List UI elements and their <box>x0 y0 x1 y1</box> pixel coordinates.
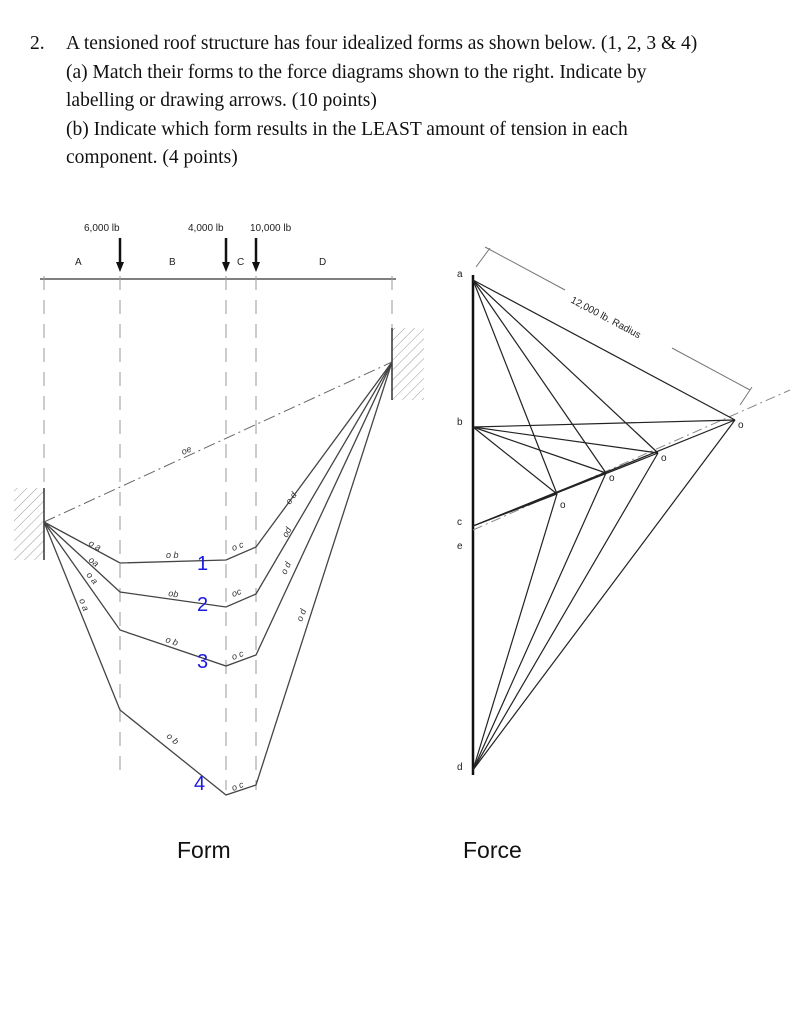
segment-labels: o a o b o c o d oa ob oc od o a o b o c … <box>77 489 308 793</box>
pole-label-2: o <box>661 453 667 464</box>
load-label-6000: 6,000 lb <box>84 223 120 234</box>
radius-label: 12,000 lb. Radius <box>569 295 643 341</box>
form-number-3: 3 <box>197 651 208 673</box>
point-label-a: a <box>457 269 463 280</box>
svg-text:o c: o c <box>230 648 245 662</box>
load-label-10000: 10,000 lb <box>250 223 292 234</box>
form-number-4: 4 <box>194 773 205 795</box>
question-line: A tensioned roof structure has four idea… <box>66 33 698 54</box>
form-diagram: 6,000 lb 4,000 lb 10,000 lb A B C D oe <box>14 223 424 863</box>
form-number-1: 1 <box>197 553 208 575</box>
radius-dimension <box>475 246 753 406</box>
svg-text:o b: o b <box>165 731 181 747</box>
point-label-e: e <box>457 541 463 552</box>
svg-text:ob: ob <box>168 588 179 599</box>
question-text: 2. A tensioned roof structure has four i… <box>30 30 800 173</box>
space-label-b: B <box>169 257 176 268</box>
svg-text:oc: oc <box>230 586 243 599</box>
form-caption: Form <box>177 837 231 863</box>
space-label-d: D <box>319 257 326 268</box>
load-label-4000: 4,000 lb <box>188 223 224 234</box>
point-label-d: d <box>457 762 463 773</box>
question-line: component. (4 points) <box>66 147 238 168</box>
form-number-2: 2 <box>197 594 208 616</box>
space-label-a: A <box>75 257 82 268</box>
svg-text:o d: o d <box>294 607 308 623</box>
right-support-hatch <box>392 328 424 400</box>
svg-text:o b: o b <box>164 634 179 647</box>
svg-text:od: od <box>280 525 294 539</box>
form-3 <box>43 361 393 667</box>
load-lines <box>43 276 393 790</box>
question-line: (a) Match their forms to the force diagr… <box>66 61 647 83</box>
form-2 <box>43 361 393 608</box>
form-4 <box>43 361 393 796</box>
point-label-b: b <box>457 417 463 428</box>
svg-text:o c: o c <box>230 539 245 553</box>
svg-text:oa: oa <box>87 555 101 569</box>
closing-line-label: oe <box>180 444 193 457</box>
svg-text:o c: o c <box>230 779 245 793</box>
svg-text:o a: o a <box>87 538 103 553</box>
force-rays <box>472 279 736 771</box>
left-support-hatch <box>14 488 44 560</box>
load-arrows <box>118 238 258 268</box>
force-caption: Force <box>463 837 522 863</box>
force-diagram: 12,000 lb. Radius a b c e d o o o o Forc… <box>457 246 791 863</box>
question-line: (b) Indicate which form results in the L… <box>66 118 628 140</box>
question-number: 2. <box>30 33 45 54</box>
form-1 <box>43 361 393 564</box>
pole-label-3: o <box>609 473 615 484</box>
question-line: labelling or drawing arrows. (10 points) <box>66 90 377 111</box>
arrow-heads <box>116 262 260 272</box>
space-label-c: C <box>237 257 244 268</box>
svg-text:o d: o d <box>279 559 294 575</box>
svg-text:o b: o b <box>166 550 179 560</box>
funicular-polygons <box>43 361 393 796</box>
closing-ray <box>472 389 791 531</box>
point-label-c: c <box>457 517 462 528</box>
closing-line <box>43 361 393 523</box>
pole-label-1: o <box>738 420 744 431</box>
svg-text:o a: o a <box>77 597 91 612</box>
pole-label-4: o <box>560 500 566 511</box>
